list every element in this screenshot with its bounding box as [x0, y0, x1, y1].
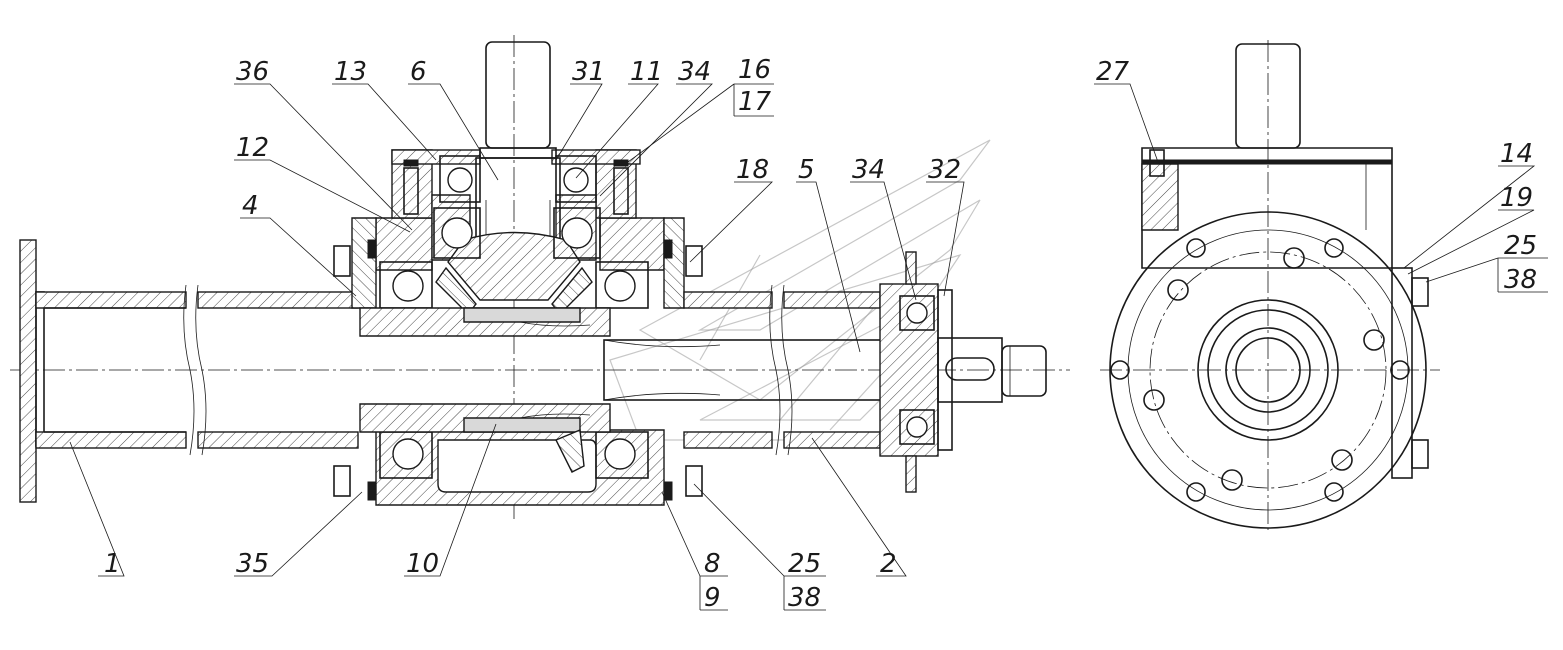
callout-31: 31 [572, 57, 605, 87]
callout-13: 13 [334, 57, 367, 87]
callout-12: 12 [236, 133, 269, 163]
callout-4: 4 [242, 191, 259, 221]
callout-9: 9 [704, 583, 721, 613]
callout-10: 10 [406, 549, 439, 579]
leader-lines [69, 83, 1548, 611]
callout-27: 27 [1096, 57, 1130, 87]
callout-labels: 36 13 6 31 11 34 16 17 12 4 18 5 34 32 1… [104, 55, 1537, 613]
hollow-gear-shaft [359, 307, 611, 473]
left-flange [19, 239, 45, 503]
callout-2: 2 [880, 549, 897, 579]
flange-bolts [333, 239, 703, 501]
callout-38-bottom: 38 [788, 583, 821, 613]
callout-34-right: 34 [852, 155, 885, 185]
callout-16: 16 [738, 55, 771, 85]
cover-bolts [403, 167, 629, 215]
callout-5: 5 [798, 155, 815, 185]
callout-35: 35 [236, 549, 269, 579]
callout-34-top: 34 [678, 57, 711, 87]
tube-part-1 [35, 284, 359, 456]
end-view-housing [1141, 147, 1413, 479]
callout-25-right: 25 [1504, 231, 1537, 261]
callout-17: 17 [738, 87, 772, 117]
callout-25-bottom: 25 [788, 549, 821, 579]
end-view-bolt-holes [1110, 238, 1410, 502]
end-view [1100, 40, 1440, 530]
callout-36: 36 [236, 57, 269, 87]
upper-bearings [433, 155, 601, 259]
callout-19: 19 [1500, 183, 1533, 213]
callout-32: 32 [928, 155, 961, 185]
callout-11: 11 [630, 57, 663, 87]
right-end-assembly [879, 251, 1047, 493]
callout-38-right: 38 [1504, 265, 1537, 295]
end-view-flange [1109, 211, 1427, 529]
output-tube-part-2 [603, 284, 895, 456]
input-shaft [475, 41, 561, 241]
end-view-side-bolts [1411, 277, 1429, 469]
callout-14: 14 [1500, 139, 1533, 169]
callout-18: 18 [736, 155, 769, 185]
bevel-pinion [435, 231, 593, 316]
sectional-view [10, 35, 1070, 520]
callout-6: 6 [410, 57, 427, 87]
callout-8: 8 [704, 549, 721, 579]
callout-1: 1 [104, 549, 121, 579]
